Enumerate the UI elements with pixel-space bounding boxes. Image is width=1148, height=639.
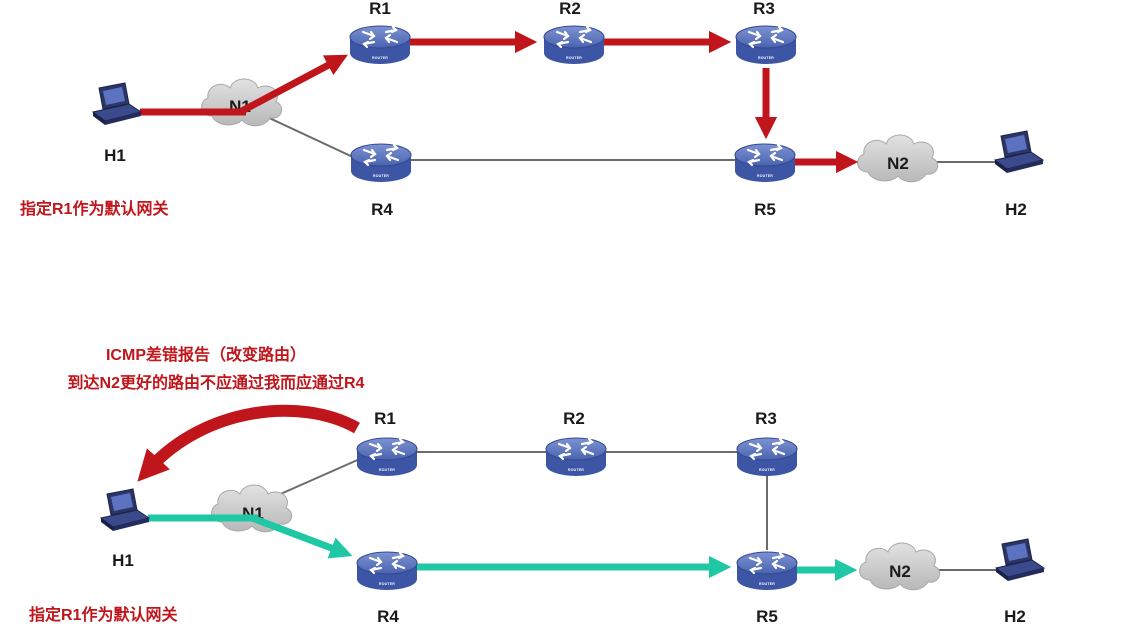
host-label-h2: H2 — [1005, 200, 1027, 219]
router-label-r3: R3 — [755, 409, 777, 428]
computer-icon — [100, 488, 150, 532]
router-icon: ROUTER — [355, 550, 419, 592]
redirect-route-diagram: N1 N2 ROUTER ROUTER ROUTER ROUTER ROUTER… — [29, 345, 1045, 626]
link-n1-r1 — [275, 457, 363, 497]
router-label-r4: R4 — [371, 200, 393, 219]
link-n1-r4 — [264, 115, 356, 159]
svg-text:ROUTER: ROUTER — [373, 174, 389, 178]
network-label-n2: N2 — [889, 562, 911, 581]
default-gateway-note: 指定R1作为默认网关 — [29, 605, 177, 624]
router-label-r5: R5 — [754, 200, 776, 219]
default-route-diagram: N1 N2 ROUTER ROUTER ROUTER ROUTER ROUTER… — [20, 0, 1044, 219]
host-label-h2: H2 — [1004, 607, 1026, 626]
svg-text:ROUTER: ROUTER — [759, 582, 775, 586]
router-icon: ROUTER — [349, 142, 413, 184]
svg-text:ROUTER: ROUTER — [379, 468, 395, 472]
host-label-h1: H1 — [104, 146, 126, 165]
icmp-redirect-arrow — [137, 404, 360, 482]
svg-text:ROUTER: ROUTER — [372, 56, 388, 60]
computer-icon — [995, 538, 1045, 582]
router-label-r4: R4 — [377, 607, 399, 626]
svg-text:ROUTER: ROUTER — [757, 174, 773, 178]
computer-icon — [92, 82, 142, 126]
svg-text:ROUTER: ROUTER — [759, 468, 775, 472]
router-icon: ROUTER — [542, 24, 606, 66]
svg-text:ROUTER: ROUTER — [379, 582, 395, 586]
router-icon: ROUTER — [735, 436, 799, 478]
router-label-r1: R1 — [369, 0, 391, 18]
default-gateway-note: 指定R1作为默认网关 — [20, 199, 168, 218]
router-icon: ROUTER — [355, 436, 419, 478]
network-label-n2: N2 — [887, 154, 909, 173]
icmp-report-title: ICMP差错报告（改变路由） — [106, 345, 306, 364]
router-label-r3: R3 — [753, 0, 775, 18]
svg-text:ROUTER: ROUTER — [566, 56, 582, 60]
router-label-r2: R2 — [559, 0, 581, 18]
computer-icon — [994, 130, 1044, 174]
host-label-h1: H1 — [112, 551, 134, 570]
router-label-r5: R5 — [756, 607, 778, 626]
svg-text:ROUTER: ROUTER — [568, 468, 584, 472]
router-icon: ROUTER — [348, 24, 412, 66]
path-n1-r4 — [250, 514, 353, 559]
router-icon: ROUTER — [544, 436, 608, 478]
svg-text:ROUTER: ROUTER — [758, 56, 774, 60]
router-icon: ROUTER — [733, 142, 797, 184]
icmp-report-detail: 到达N2更好的路由不应通过我而应通过R4 — [68, 373, 365, 392]
router-label-r2: R2 — [563, 409, 585, 428]
path-n1-r1 — [238, 54, 348, 116]
router-label-r1: R1 — [374, 409, 396, 428]
router-icon: ROUTER — [735, 550, 799, 592]
router-icon: ROUTER — [734, 24, 798, 66]
